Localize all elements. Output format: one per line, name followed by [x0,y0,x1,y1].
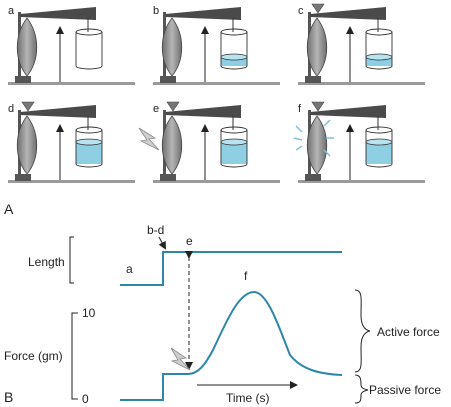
muscle [161,17,183,77]
lever [165,7,241,20]
ground-line [153,82,280,85]
contraction-ray [293,137,303,141]
ground-line [298,180,425,183]
lever [20,105,96,118]
base-block [305,76,321,83]
tie-clamp [311,101,325,112]
lever [310,7,386,20]
part-b-label: B [4,389,13,405]
panel-a: a [8,5,135,85]
lever [20,7,96,20]
panel-letter: d [8,103,14,115]
water-surface [75,138,103,146]
contraction-ray [323,119,331,127]
panel-d: d [8,101,135,183]
ground-line [298,82,425,85]
water [76,142,102,164]
container-top [220,28,248,36]
panel-b: b [153,5,280,85]
lever-panels: a b c d e f [8,3,425,183]
water [366,57,392,66]
base-block [160,76,176,83]
time-axis-label: Time (s) [226,391,270,405]
active-force-brace [354,289,371,373]
water [221,57,247,66]
panel-f: f [293,101,425,183]
water-surface [365,138,393,146]
force-axis-label: Force (gm) [4,349,63,363]
water-surface [220,53,248,61]
length-trace [120,251,342,286]
container-body [365,130,393,168]
bd-pointer-arrow [158,236,166,250]
muscle [16,17,38,77]
tie-clamp [166,101,180,112]
container-body [220,130,248,168]
contraction-ray [323,149,331,157]
tie-clamp [311,3,325,14]
panel-letter: e [153,103,159,115]
passive-force-brace [354,374,369,404]
passive-force-label: Passive force [369,383,441,397]
length-axis-label: Length [28,255,65,269]
tie-clamp [21,101,35,112]
water [221,142,247,164]
force-trace [120,290,343,401]
trace-label-f: f [244,269,248,283]
container-top [75,126,103,134]
trace-label-bd: b-d [147,223,164,237]
force-tick-0: 0 [82,392,89,406]
length-bracket [69,236,74,284]
trace-label-a: a [126,262,133,276]
ground-line [8,82,135,85]
panel-letter: b [153,5,159,17]
muscle [306,17,328,77]
container-body [75,130,103,168]
muscle [306,115,328,175]
lever [310,105,386,118]
active-force-label: Active force [377,325,440,339]
panel-letter: c [298,5,304,17]
base-block [160,174,176,181]
water-surface [365,53,393,61]
force-tick-10: 10 [82,306,96,320]
muscle [16,115,38,175]
container-top [75,28,103,36]
container-top [365,126,393,134]
container-body [220,32,248,70]
base-block [305,174,321,181]
ground-line [153,180,280,183]
part-a-label: A [4,201,14,217]
container-top [220,126,248,134]
base-block [15,76,31,83]
container-body [365,32,393,70]
stimulus-bolt-icon [170,347,191,371]
length-force-graph: Length a b-d e f Force (gm) 10 0 Time (s… [4,223,441,406]
contraction-ray [295,145,303,151]
ground-line [8,180,135,183]
water-surface [220,138,248,146]
water [366,142,392,164]
panel-c: c [298,3,425,85]
force-axis-bracket [71,312,78,400]
stimulus-bolt-icon [138,127,160,151]
contraction-ray [295,125,303,133]
lever [165,105,241,118]
panel-letter: f [298,103,302,115]
container-top [365,28,393,36]
base-block [15,174,31,181]
container-body [75,32,103,70]
muscle [161,115,183,175]
panel-e: e [138,101,280,183]
trace-label-e: e [186,234,193,248]
panel-letter: a [8,5,15,17]
